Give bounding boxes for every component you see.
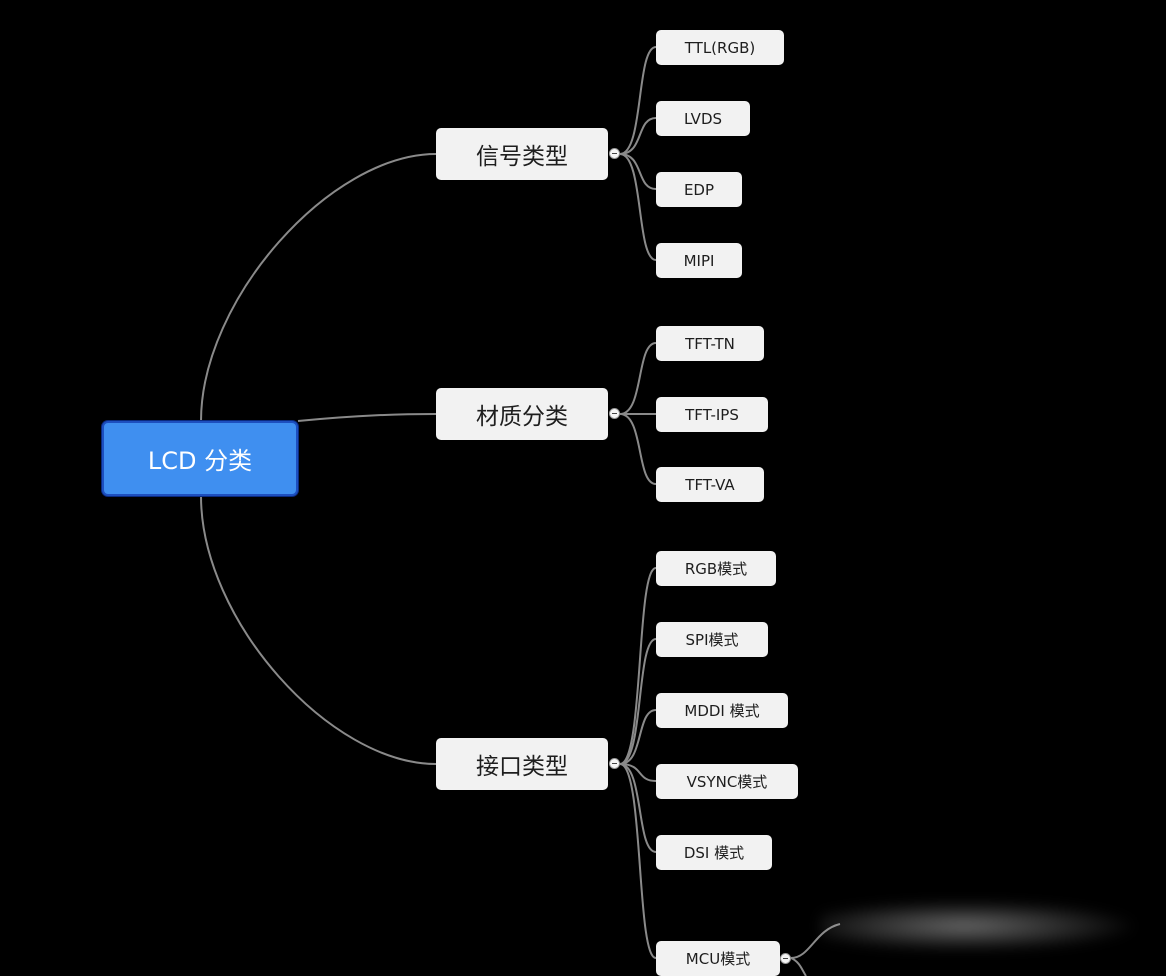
branch-label: 材质分类 (476, 404, 568, 430)
leaf-node-lvds[interactable]: LVDS (656, 101, 750, 136)
leaf-node-mcu-mode[interactable]: MCU模式 (656, 941, 780, 976)
branch-to-leaf-connector (619, 153, 657, 261)
leaf-label: SPI模式 (685, 631, 739, 649)
leaf-label: MIPI (683, 251, 715, 270)
leaf-label: DSI 模式 (683, 844, 745, 862)
leaf-node-mddi-mode[interactable]: MDDI 模式 (656, 693, 788, 728)
leaf-label: MDDI 模式 (684, 702, 760, 720)
leaf-label: TFT-VA (685, 475, 735, 494)
leaf-node-vsync-mode[interactable]: VSYNC模式 (656, 764, 798, 799)
collapse-minus-icon[interactable] (780, 953, 791, 964)
leaf-label: TFT-IPS (685, 405, 739, 424)
leaf-label: MCU模式 (685, 950, 751, 968)
leaf-label: EDP (683, 180, 715, 199)
branch-to-leaf-connector (619, 709, 657, 765)
branch-label: 信号类型 (476, 144, 568, 170)
root-label: LCD 分类 (147, 447, 253, 475)
mcu-child-connector (790, 957, 807, 976)
blurred-overlay (820, 900, 1140, 952)
branch-to-leaf-connector (619, 567, 657, 765)
collapse-minus-icon[interactable] (609, 408, 620, 419)
leaf-label: TTL(RGB) (684, 38, 756, 57)
branch-node-material[interactable]: 材质分类 (436, 388, 608, 440)
leaf-label: VSYNC模式 (686, 773, 768, 791)
branch-to-leaf-connector (619, 117, 657, 155)
leaf-node-tft-ips[interactable]: TFT-IPS (656, 397, 768, 432)
leaf-node-dsi-mode[interactable]: DSI 模式 (656, 835, 772, 870)
branch-to-leaf-connector (619, 46, 657, 155)
leaf-label: TFT-TN (685, 334, 735, 353)
branch-to-leaf-connector (619, 153, 657, 190)
root-to-branch-connector (200, 153, 437, 422)
leaf-node-edp[interactable]: EDP (656, 172, 742, 207)
leaf-node-spi-mode[interactable]: SPI模式 (656, 622, 768, 657)
collapse-minus-icon[interactable] (609, 758, 620, 769)
branch-to-leaf-connector (619, 763, 657, 959)
branch-to-leaf-connector (619, 342, 657, 415)
branch-node-signal-type[interactable]: 信号类型 (436, 128, 608, 180)
leaf-node-tft-tn[interactable]: TFT-TN (656, 326, 764, 361)
leaf-node-ttl-rgb[interactable]: TTL(RGB) (656, 30, 784, 65)
root-to-branch-connector (297, 413, 437, 422)
branch-label: 接口类型 (476, 754, 568, 780)
branch-to-leaf-connector (619, 763, 657, 853)
branch-to-leaf-connector (619, 638, 657, 765)
root-to-branch-connector (200, 495, 437, 765)
leaf-node-rgb-mode[interactable]: RGB模式 (656, 551, 776, 586)
root-node[interactable]: LCD 分类 (102, 421, 298, 496)
leaf-label: RGB模式 (684, 560, 748, 578)
leaf-node-mipi[interactable]: MIPI (656, 243, 742, 278)
branch-node-interface-type[interactable]: 接口类型 (436, 738, 608, 790)
leaf-node-tft-va[interactable]: TFT-VA (656, 467, 764, 502)
collapse-minus-icon[interactable] (609, 148, 620, 159)
branch-to-leaf-connector (619, 413, 657, 485)
leaf-label: LVDS (683, 109, 723, 128)
